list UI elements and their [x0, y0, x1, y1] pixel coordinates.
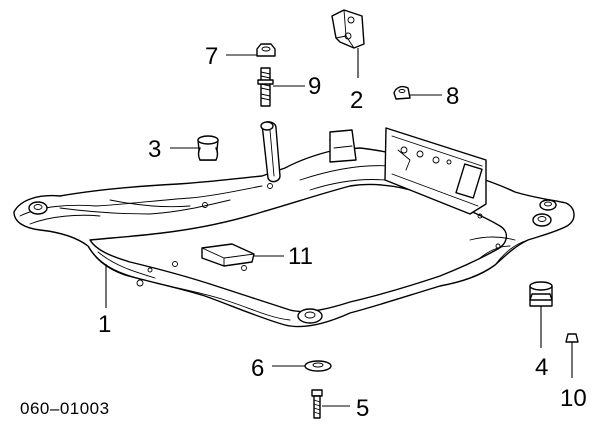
pad-11-drawing [201, 243, 284, 267]
callout-5: 5 [356, 395, 369, 422]
callout-6: 6 [251, 355, 264, 382]
washer-6-drawing [272, 360, 332, 372]
bracket-drawing [331, 9, 365, 78]
nut-7-drawing [226, 43, 276, 57]
callout-4: 4 [535, 354, 548, 381]
callout-11: 11 [288, 243, 313, 270]
callout-7: 7 [205, 43, 218, 70]
callout-2: 2 [350, 87, 363, 114]
callout-9: 9 [308, 73, 321, 100]
bolt-5-drawing [311, 389, 350, 419]
stud-9-drawing [257, 67, 305, 107]
retainer-10-drawing [565, 333, 579, 378]
nut-8-drawing [393, 85, 442, 100]
bushing-4-drawing [529, 281, 553, 348]
callout-3: 3 [148, 136, 161, 163]
callout-10: 10 [560, 385, 587, 412]
subframe-drawing [13, 121, 575, 328]
diagram-reference-code: 060–01003 [20, 399, 110, 418]
callout-1: 1 [98, 311, 111, 338]
callout-8: 8 [446, 83, 459, 110]
bushing-3-drawing [170, 135, 219, 161]
